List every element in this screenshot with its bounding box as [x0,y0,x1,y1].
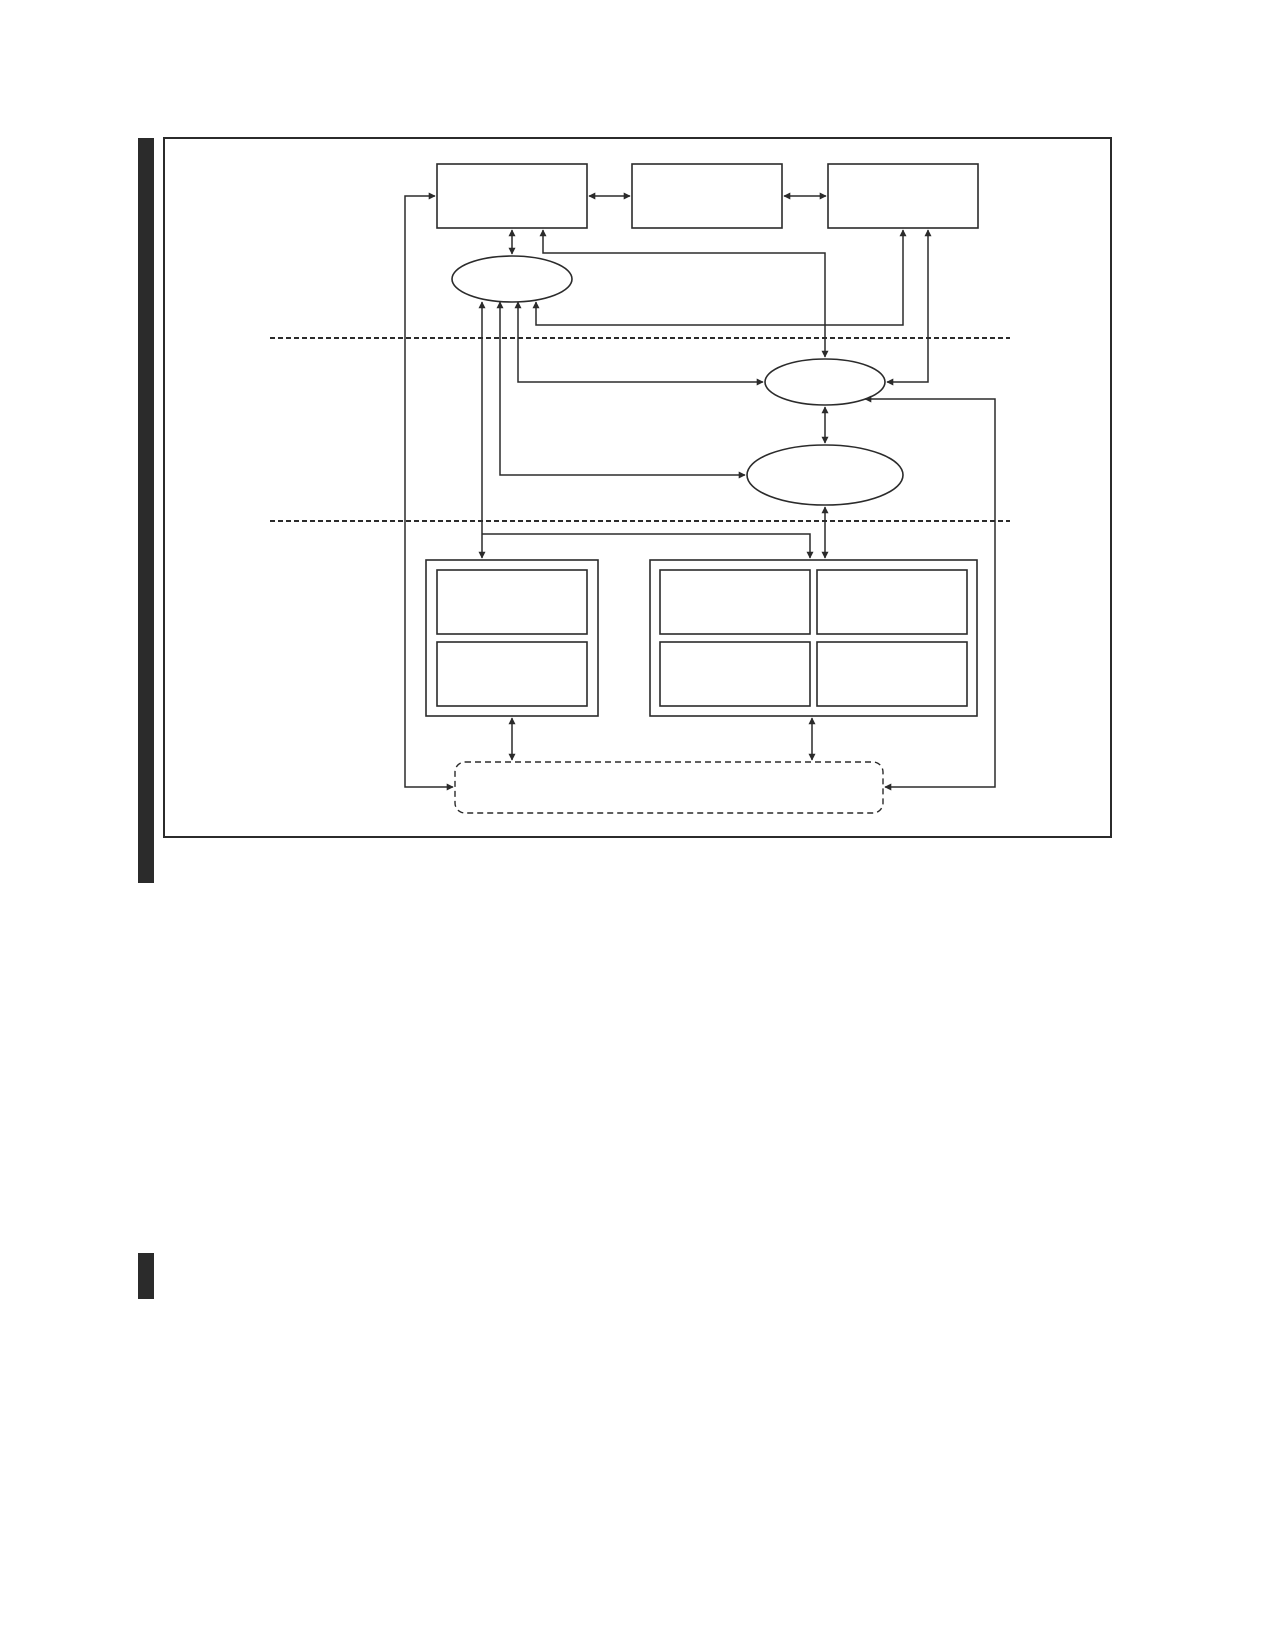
section-marker-bar-top [138,138,154,883]
top-box-middle [631,163,783,229]
left-group-cell-bottom [436,641,588,707]
diagram-frame [163,137,1112,838]
bottom-dashed-box [454,761,884,814]
connector-top-right-to-ellipse-middle [886,229,932,386]
connector-ellipse-middle-to-bottom-box [864,395,996,791]
connector-ellipse-top-to-ellipse-middle [514,301,764,386]
right-group-cell-bottom-right [816,641,968,707]
section-marker-bar-bottom [138,1253,154,1299]
ellipse-top [451,255,573,303]
left-group-cell-top [436,569,588,635]
ellipse-lower [746,444,904,506]
connector-top-left-to-bottom-box [404,192,454,791]
ellipse-middle [764,358,886,406]
right-group-cell-top-right [816,569,968,635]
right-group-cell-top-left [659,569,811,635]
top-box-left [436,163,588,229]
connector-ellipse-top-to-ellipse-lower [496,301,746,479]
connector-branch-to-right-group [482,533,814,559]
connector-ellipse-top-to-top-right [532,229,907,326]
right-group-cell-bottom-left [659,641,811,707]
top-box-right [827,163,979,229]
